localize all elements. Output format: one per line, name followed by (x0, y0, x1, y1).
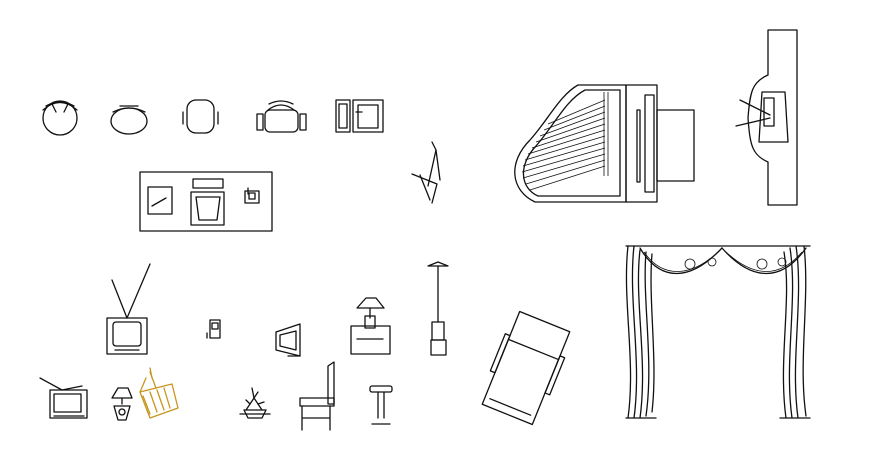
wicker-basket-icon (139, 367, 179, 419)
curtain-drape-icon (625, 245, 811, 419)
armchair-oval-icon (110, 105, 148, 135)
table-lamp-icon (111, 387, 133, 421)
bar-stool-icon (369, 385, 393, 425)
side-chair-icon (299, 361, 335, 431)
chair-top-icon (182, 99, 219, 134)
cabinet-pair-icon (335, 99, 384, 133)
music-stand-icon (411, 141, 441, 204)
telephone-icon (206, 319, 221, 339)
nightstand-lamp-icon (350, 297, 391, 355)
fireplace-icon (735, 29, 798, 206)
armchair-round-icon (42, 100, 78, 136)
desk-set-icon (139, 171, 273, 232)
small-tv-icon (39, 377, 88, 419)
monitor-icon (275, 323, 301, 357)
tv-antenna-icon (106, 263, 151, 355)
office-chair-icon (256, 100, 307, 133)
lounge-chair-icon (481, 310, 571, 426)
grand-piano-icon (514, 84, 695, 203)
floor-lamp-icon (427, 261, 449, 356)
plant-icon (239, 387, 271, 419)
